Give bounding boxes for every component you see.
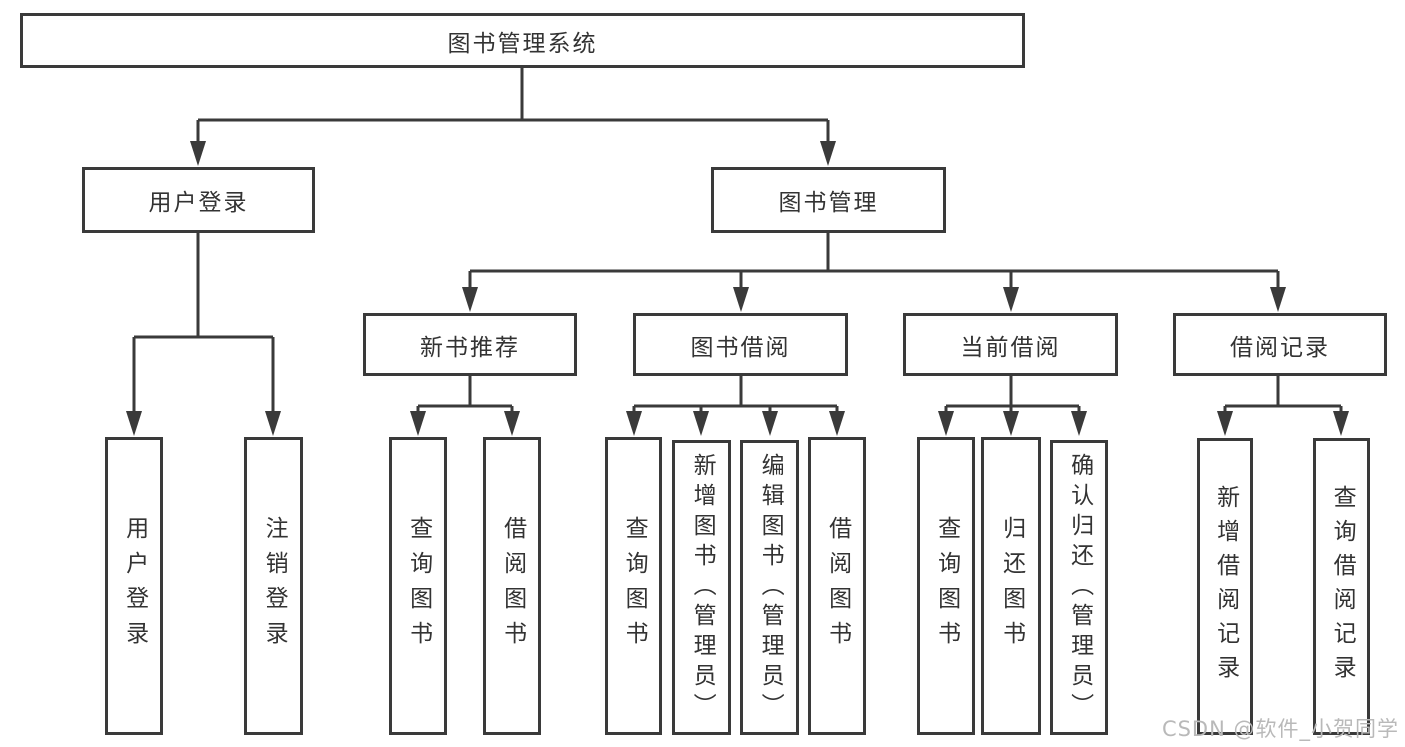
leaf-confirm-return-admin: 确认归还（管理员） <box>1050 440 1108 735</box>
leaf-query-book-2-label: 查询图书 <box>621 516 648 656</box>
leaf-query-book-3: 查询图书 <box>917 437 975 735</box>
node-book-borrow: 图书借阅 <box>633 313 848 376</box>
leaf-edit-book-admin: 编辑图书（管理员） <box>740 440 799 735</box>
leaf-logout-label: 注销登录 <box>261 516 288 656</box>
leaf-borrow-book-1-label: 借阅图书 <box>499 516 526 656</box>
leaf-edit-book-admin-label: 编辑图书（管理员） <box>757 452 784 723</box>
node-root: 图书管理系统 <box>20 13 1025 68</box>
node-book-borrow-label: 图书借阅 <box>690 334 791 361</box>
node-new-book-recommend-label: 新书推荐 <box>420 334 520 361</box>
leaf-add-borrow-record: 新增借阅记录 <box>1197 438 1253 735</box>
arrowhead-icon <box>126 141 1349 436</box>
leaf-query-borrow-record-label: 查询借阅记录 <box>1329 484 1356 689</box>
node-borrow-records: 借阅记录 <box>1173 313 1387 376</box>
node-book-management: 图书管理 <box>711 167 946 233</box>
leaf-query-book-1-label: 查询图书 <box>405 516 432 656</box>
leaf-user-login: 用户登录 <box>105 437 163 735</box>
watermark: CSDN @软件_小贺同学 <box>1161 717 1399 741</box>
leaf-confirm-return-admin-label: 确认归还（管理员） <box>1066 452 1093 723</box>
node-new-book-recommend: 新书推荐 <box>363 313 577 376</box>
node-current-borrow: 当前借阅 <box>903 313 1118 376</box>
leaf-return-book: 归还图书 <box>981 437 1041 735</box>
leaf-query-book-1: 查询图书 <box>389 437 447 735</box>
leaf-add-book-admin: 新增图书（管理员） <box>672 440 731 735</box>
leaf-borrow-book-2-label: 借阅图书 <box>824 516 851 656</box>
leaf-query-borrow-record: 查询借阅记录 <box>1313 438 1370 735</box>
leaf-logout: 注销登录 <box>244 437 303 735</box>
leaf-borrow-book-1: 借阅图书 <box>483 437 541 735</box>
leaf-add-book-admin-label: 新增图书（管理员） <box>689 452 716 723</box>
node-user-login-label: 用户登录 <box>148 190 249 216</box>
leaf-query-book-3-label: 查询图书 <box>933 516 960 656</box>
leaf-query-book-2: 查询图书 <box>605 437 662 735</box>
node-current-borrow-label: 当前借阅 <box>960 334 1061 361</box>
leaf-borrow-book-2: 借阅图书 <box>808 437 866 735</box>
node-borrow-records-label: 借阅记录 <box>1230 334 1330 361</box>
leaf-return-book-label: 归还图书 <box>998 516 1025 656</box>
node-user-login: 用户登录 <box>82 167 315 233</box>
node-book-management-label: 图书管理 <box>778 190 879 216</box>
node-root-label: 图书管理系统 <box>447 30 598 57</box>
leaf-user-login-label: 用户登录 <box>121 516 148 656</box>
leaf-add-borrow-record-label: 新增借阅记录 <box>1212 484 1239 689</box>
